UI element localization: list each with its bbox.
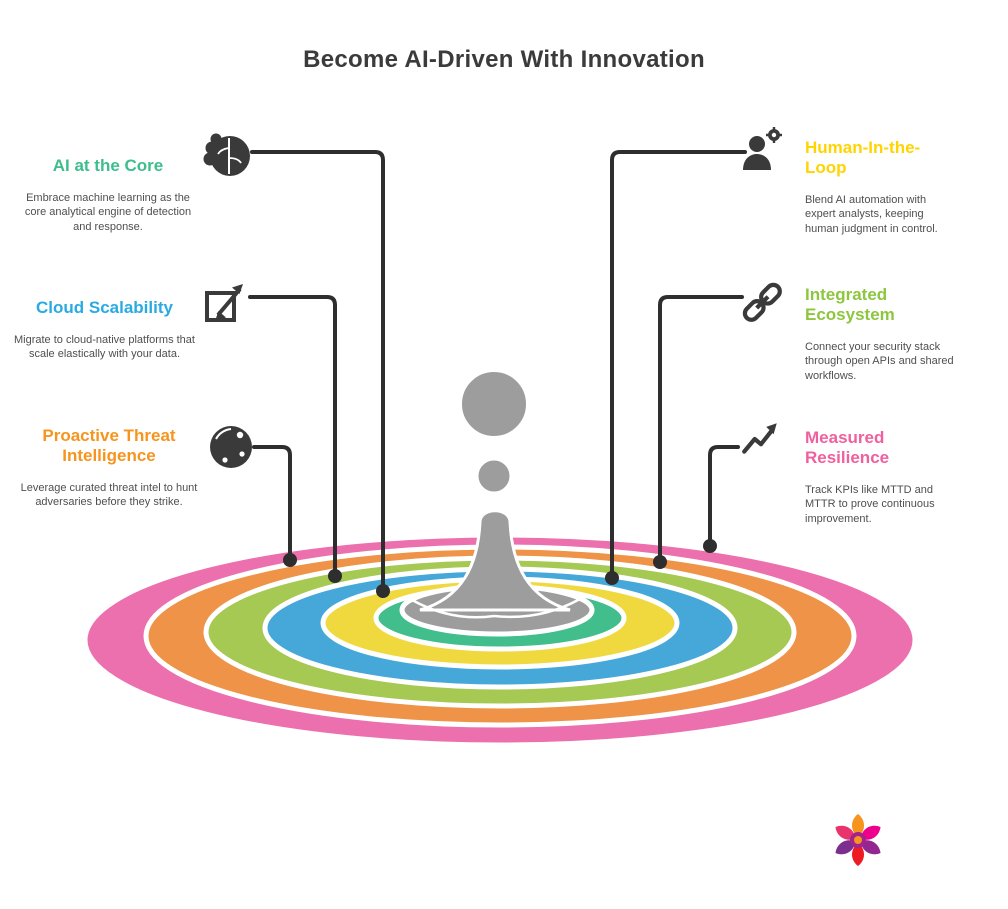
connector-dot-ecosystem [653, 555, 667, 569]
logo-petals [835, 814, 881, 866]
connector-dot-ai-core [376, 584, 390, 598]
callout-title-threat: Proactive Threat Intelligence [42, 426, 176, 466]
connector-ai-core [250, 150, 385, 587]
connector-ecosystem [658, 295, 744, 558]
water-splash [419, 509, 571, 612]
brand-logo [828, 810, 888, 875]
callout-desc-ecosystem: Connect your security stack through open… [805, 341, 954, 382]
splash-wave-left [411, 598, 495, 619]
callout-desc-ai-core: Embrace machine learning as the core ana… [24, 192, 192, 233]
radar-icon [206, 421, 258, 478]
callout-title-ecosystem: Integrated Ecosystem [805, 285, 895, 325]
callout-desc-threat: Leverage curated threat intel to hunt ad… [20, 482, 198, 509]
human-gear-icon [736, 126, 786, 181]
callout-title-resilience: Measured Resilience [805, 428, 890, 468]
callout-title-cloud: Cloud Scalability [36, 298, 173, 317]
callout-resilience: Measured Resilience Track KPIs like MTTD… [805, 428, 960, 526]
connector-threat-intel [252, 445, 292, 556]
connector-resilience [708, 445, 740, 542]
callout-ecosystem: Integrated Ecosystem Connect your securi… [805, 285, 970, 383]
connector-dot-human [605, 571, 619, 585]
callout-cloud-scalability: Cloud Scalability Migrate to cloud-nativ… [12, 298, 197, 362]
splash-wave-right [493, 597, 581, 619]
page-title: Become AI-Driven With Innovation [303, 46, 705, 73]
droplet-large [460, 370, 528, 438]
callout-human-loop: Human-In-the-Loop Blend AI automation wi… [805, 138, 953, 236]
connector-dot-threat [283, 553, 297, 567]
callout-desc-resilience: Track KPIs like MTTD and MTTR to prove c… [805, 484, 935, 525]
chain-link-icon [737, 277, 787, 332]
connector-cloud [248, 295, 337, 572]
callout-title-human: Human-In-the-Loop [805, 138, 921, 178]
droplet-small [476, 458, 512, 494]
connector-dot-resilience [703, 539, 717, 553]
connector-human-loop [610, 150, 747, 574]
callout-desc-human: Blend AI automation with expert analysts… [805, 194, 938, 235]
callout-title-ai-core: AI at the Core [52, 156, 164, 175]
trend-arrow-icon [740, 418, 782, 465]
brain-icon [198, 126, 258, 191]
callout-desc-cloud: Migrate to cloud-native platforms that s… [14, 334, 195, 361]
connector-dot-cloud [328, 569, 342, 583]
callout-threat-intelligence: Proactive Threat Intelligence Leverage c… [20, 426, 198, 510]
expand-arrows-icon [202, 280, 248, 331]
callout-ai-core: AI at the Core Embrace machine learning … [22, 156, 194, 234]
